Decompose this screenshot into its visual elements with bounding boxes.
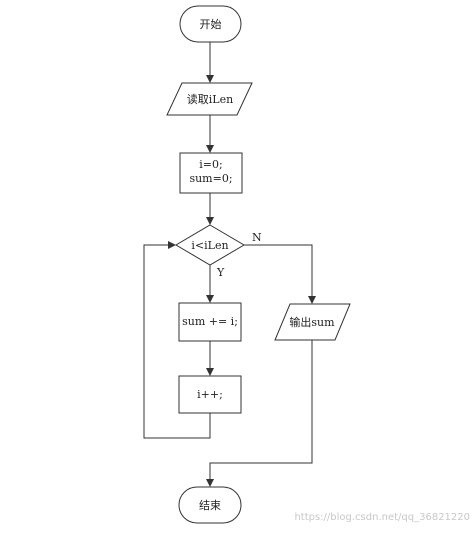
no-branch-label: N [252,231,262,244]
arrow-output-to-end [206,340,313,487]
init-line-1: i=0; [199,158,222,171]
watermark-text: https://blog.csdn.net/qq_36821220 [294,512,470,523]
condition-label: i<iLen [191,239,228,252]
start-node: 开始 [179,5,242,43]
start-label: 开始 [200,17,222,31]
increment-label: i++; [197,388,223,401]
yes-branch-label: Y [216,266,225,279]
increment-node: i++; [178,375,242,414]
accumulate-node: sum += i; [178,302,242,342]
read-input-node: 读取iLen [166,82,253,116]
condition-node: i<iLen [175,224,245,266]
end-label: 结束 [199,499,221,512]
read-input-label: 读取iLen [187,92,233,106]
output-node: 输出sum [274,303,351,341]
output-label: 输出sum [289,315,335,329]
end-node: 结束 [178,486,242,524]
accumulate-label: sum += i; [182,315,238,328]
arrow-loop-back [143,241,211,439]
init-node: i=0; sum=0; [179,152,243,194]
init-line-2: sum=0; [189,172,232,185]
arrow-condition-no [244,244,316,304]
